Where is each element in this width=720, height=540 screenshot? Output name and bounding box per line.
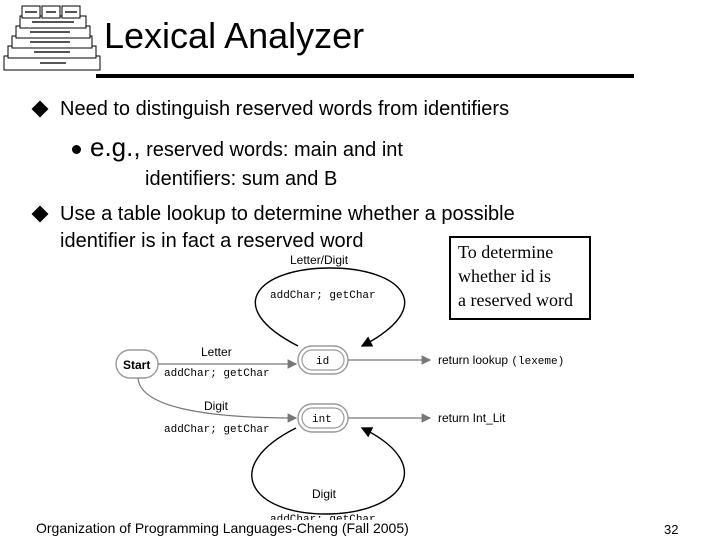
edge-start-to-int (137, 377, 298, 423)
loop-digit (251, 427, 406, 515)
start-state-label: Start (123, 358, 150, 372)
sub-bullet-eg: e.g., (90, 132, 141, 162)
edge-label-digit: Digit (204, 399, 229, 413)
diamond-bullet-icon (31, 205, 49, 223)
sub-bullet-line-1: e.g., reserved words: main and int (90, 132, 403, 162)
callout-line-1: To determine (458, 242, 554, 262)
edge-label-digit-loop: Digit (312, 487, 337, 501)
reserved-word-callout: To determine whether id is a reserved wo… (449, 236, 591, 320)
return-int-lit-label: return Int_Lit (438, 411, 506, 425)
bullet-1-text: Need to distinguish reserved words from … (60, 98, 510, 120)
edge-action-letter: addChar; getChar (164, 368, 270, 380)
edge-action-letter-digit: addChar; getChar (270, 290, 376, 302)
edge-label-letter: Letter (201, 345, 232, 359)
state-diagram: Letter/Digit addChar; getChar Digit addC… (115, 253, 564, 526)
sub-bullet-line-2: identifiers: sum and B (145, 168, 338, 190)
loop-letter-digit (254, 267, 406, 347)
id-state (297, 345, 349, 375)
id-state-label: id (316, 356, 329, 368)
slide-title: Lexical Analyzer (104, 15, 365, 56)
edge-label-letter-digit: Letter/Digit (290, 253, 349, 267)
diamond-bullet-icon (31, 100, 49, 118)
int-state (297, 403, 349, 433)
callout-line-3: a reserved word (458, 290, 573, 310)
callout-line-2: whether id is (458, 266, 551, 286)
edge-action-digit: addChar; getChar (164, 424, 270, 436)
title-divider (96, 74, 634, 78)
return-lookup-label: return lookup (lexeme) (438, 353, 564, 368)
layered-language-pyramid-icon (3, 5, 101, 71)
page-number: 32 (664, 522, 679, 537)
bullet-2-line-1: Use a table lookup to determine whether … (60, 203, 515, 225)
int-state-label: int (312, 414, 332, 426)
round-bullet-icon (72, 145, 81, 154)
slide-footer: Organization of Programming Languages-Ch… (36, 520, 409, 536)
sub-bullet-reserved-words: reserved words: main and int (140, 139, 403, 161)
bullet-2-line-2: identifier is in fact a reserved word (60, 230, 364, 252)
